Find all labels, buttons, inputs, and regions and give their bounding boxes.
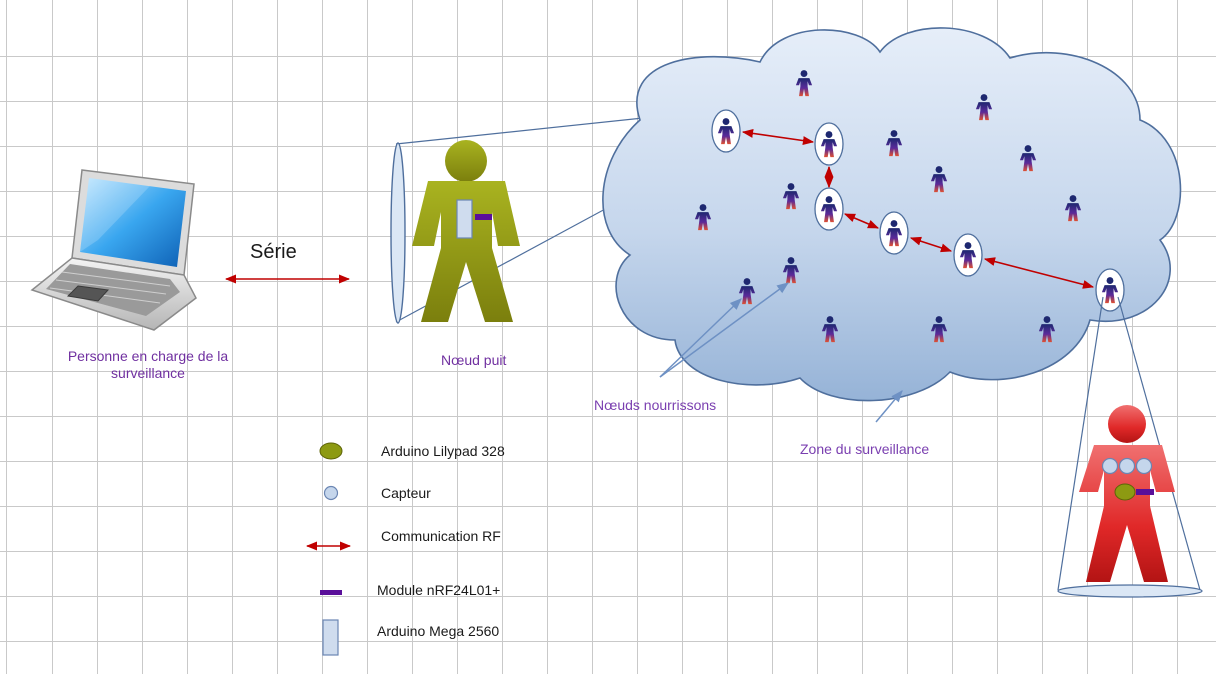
relay-nodes [711,109,1125,312]
sensor-circle [1135,457,1153,475]
nrf-module-bar [1136,489,1154,495]
pointer-arrows [659,282,903,423]
zone-label: Zone du surveillance [800,441,930,457]
legend-sensor-label: Capteur [381,485,431,501]
legend-lilypad-label: Arduino Lilypad 328 [381,443,505,459]
legend-mega-label: Arduino Mega 2560 [377,623,500,639]
rf-links [741,128,1095,289]
serial-label: Série [250,241,297,263]
laptop-icon [30,169,197,331]
relay-node [953,233,983,277]
nrf-module-bar [475,214,492,220]
relay-node [711,109,741,153]
lilypad-board [1114,483,1136,501]
legend-nrf-label: Module nRF24L01+ [377,582,501,598]
legend-rf-label: Communication RF [381,528,501,544]
infant-nodes-label: Nœuds nourrissons [594,397,717,413]
infant-zoom-projection [1057,296,1201,591]
infant-node-person [1079,405,1175,582]
operator-label: Personne en charge de la surveillance [67,348,229,381]
relay-node [814,187,844,231]
legend-icons [305,442,352,656]
relay-node [814,122,844,166]
infant-zoom-base [1057,584,1203,598]
arduino-mega-board [456,199,473,239]
sensor-circle [1101,457,1119,475]
sensor-circle [1118,457,1136,475]
legend-mega-board-icon [322,619,339,656]
legend-lilypad-icon [319,442,343,460]
legend-sensor-icon [323,485,339,501]
sink-node-label: Nœud puit [441,352,507,368]
legend-nrf-module-icon [320,590,342,595]
sink-zoom-lens [390,142,406,324]
sink-node-person [412,140,520,322]
relay-node [879,211,909,255]
